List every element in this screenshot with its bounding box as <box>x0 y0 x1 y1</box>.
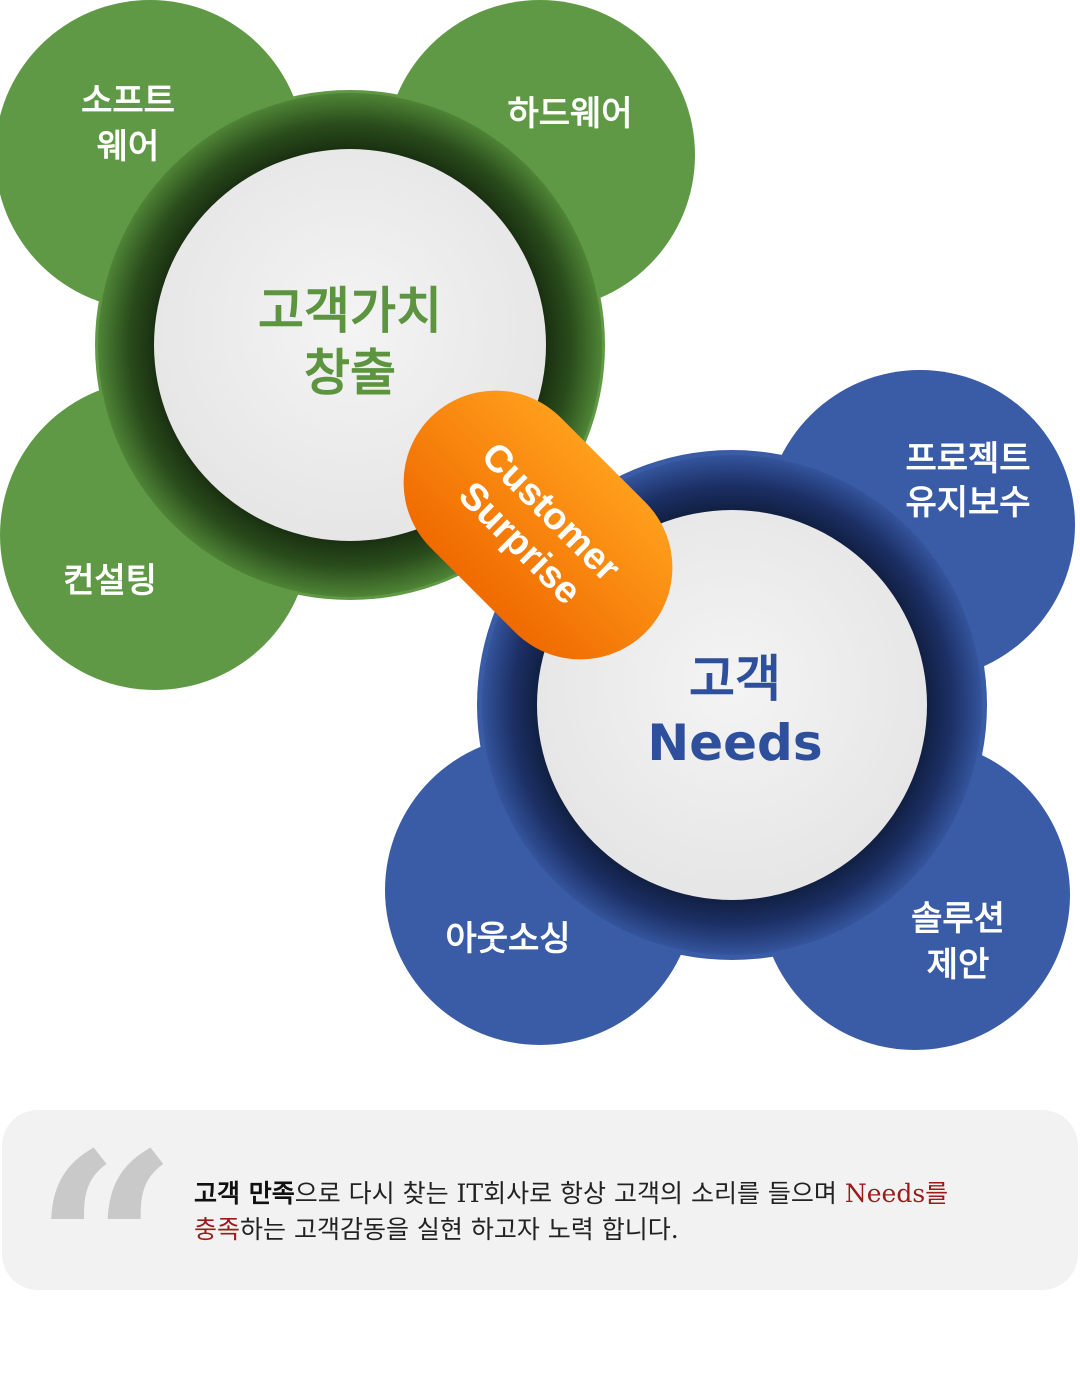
center-label-needs-1: 고객 <box>689 650 781 708</box>
petal-label-solution-2: 제안 <box>927 945 990 985</box>
center-label-value-2: 창출 <box>304 344 396 402</box>
center-label-needs-2: Needs <box>647 714 822 772</box>
quote-highlight-needs: Needs를 <box>844 1179 949 1208</box>
pill-shape <box>403 390 673 660</box>
petal-label-project-2: 유지보수 <box>905 483 1030 523</box>
petal-label-software-2: 웨어 <box>97 127 160 167</box>
quote-highlight-satisfaction: 고객 만족 <box>194 1179 295 1208</box>
quote-highlight-fulfill: 충족 <box>194 1215 241 1244</box>
petal-label-outsourcing: 아웃소싱 <box>445 919 570 959</box>
customer-value-diagram: 소프트 웨어 하드웨어 컨설팅 고객가치 창출 프로젝트 유지보수 아웃소싱 솔… <box>0 0 1075 1050</box>
quote-panel <box>2 1110 1078 1290</box>
petal-label-solution-1: 솔루션 <box>911 899 1005 939</box>
quote-text: 고객 만족으로 다시 찾는 IT회사로 항상 고객의 소리를 들으며 Needs… <box>194 1176 1064 1248</box>
quote-mark-icon: “ <box>34 1098 178 1392</box>
customer-surprise-pill: Customer Surprise <box>403 390 673 660</box>
petal-label-consulting: 컨설팅 <box>63 561 157 601</box>
petal-label-software-1: 소프트 <box>81 81 175 121</box>
petal-label-hardware: 하드웨어 <box>507 94 632 134</box>
quote-text-part5: 하는 고객감동을 실현 하고자 노력 합니다. <box>240 1215 679 1244</box>
quote-text-part2: 으로 다시 찾는 IT회사로 항상 고객의 소리를 들으며 <box>294 1179 845 1208</box>
center-label-value-1: 고객가치 <box>258 282 442 340</box>
petal-label-project-1: 프로젝트 <box>905 439 1030 479</box>
